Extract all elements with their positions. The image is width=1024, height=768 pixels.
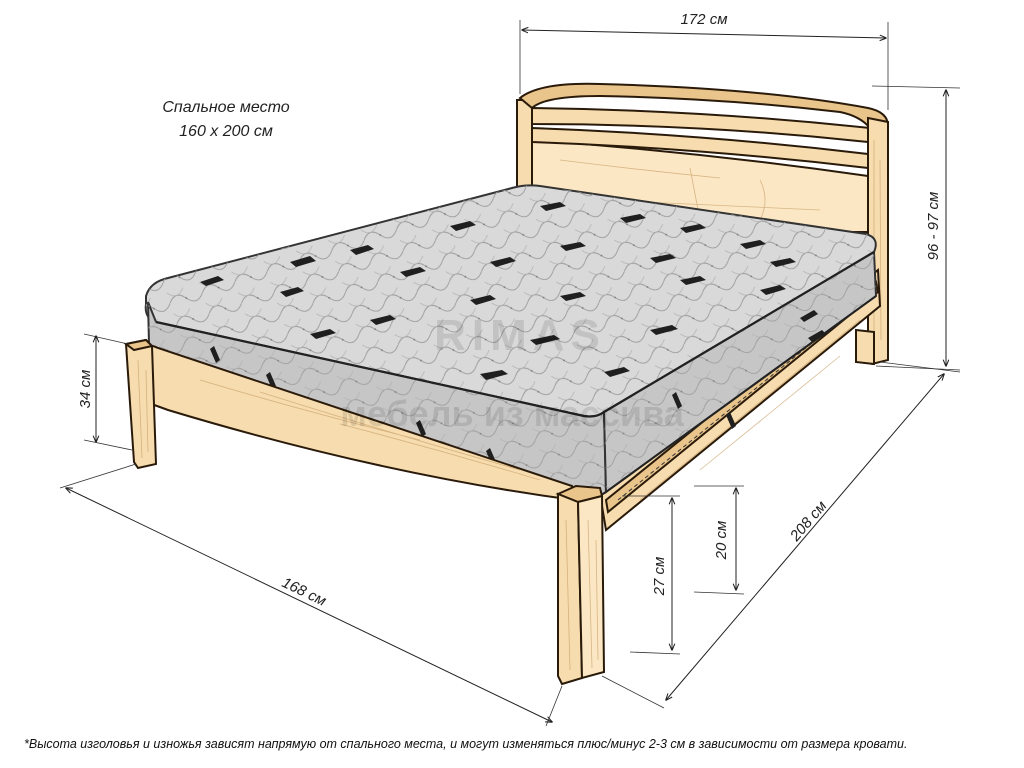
dimension-width-total: 172 см (519, 11, 889, 110)
dimension-height-side: 20 см (693, 485, 745, 595)
dimension-width-foot: 168 см (59, 463, 563, 727)
footnote: *Высота изголовья и изножья зависят напр… (24, 737, 907, 751)
dimension-height-head: 96 - 97 см (871, 85, 961, 371)
caption-line2: 160 х 200 см (179, 123, 273, 140)
dimension-height-side-label: 20 см (713, 521, 730, 561)
svg-text:мебель из массива: мебель из массива (340, 393, 684, 434)
dimension-width-foot-label: 168 см (279, 574, 329, 610)
dimension-height-foot: 34 см (77, 333, 133, 451)
dimension-length-total-label: 208 см (786, 498, 830, 546)
caption-line1: Спальное место (162, 99, 289, 116)
watermark: RIMAS мебель из массива (340, 311, 684, 434)
dimension-height-frame-label: 27 см (651, 557, 668, 597)
dimension-height-foot-label: 34 см (77, 370, 94, 409)
sleeping-area-caption: Спальное место 160 х 200 см (162, 99, 289, 140)
dimension-width-total-label: 172 см (681, 11, 728, 28)
dimension-height-frame: 27 см (622, 495, 681, 655)
dimension-height-head-label: 96 - 97 см (925, 192, 942, 261)
svg-text:RIMAS: RIMAS (434, 311, 606, 360)
footboard (123, 338, 606, 686)
